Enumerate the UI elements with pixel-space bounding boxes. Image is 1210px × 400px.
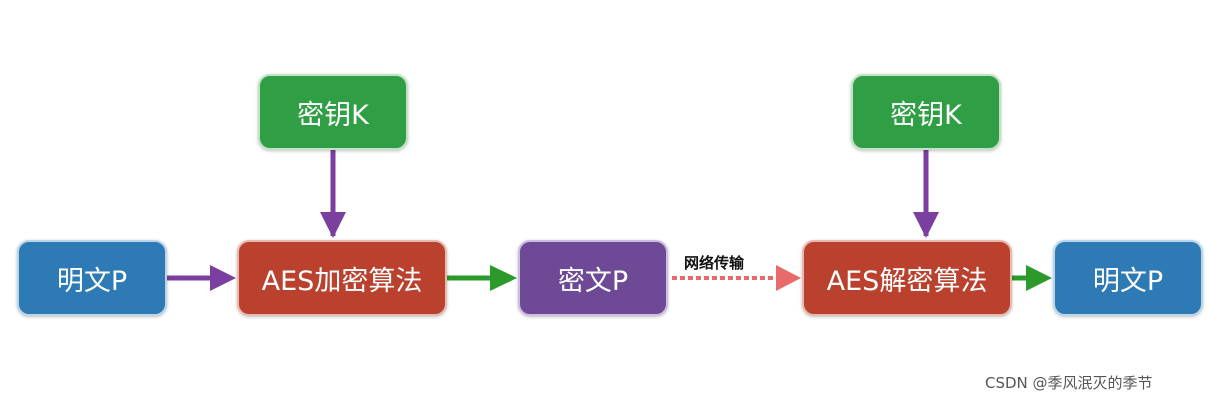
plaintext-node-right-label: 明文P [1092,265,1164,297]
arrowhead-network-transfer [776,265,801,291]
arrowhead-key-to-decrypt [913,212,939,238]
encrypt-node-label: AES加密算法 [261,265,423,297]
key-node-left-label: 密钥K [297,99,369,131]
arrowhead-decrypt-to-plaintext [1026,265,1052,291]
arrowhead-plaintext-to-encrypt [210,265,236,291]
plaintext-node-right: 明文P [1053,240,1203,316]
encrypt-node: AES加密算法 [237,240,447,316]
plaintext-node-left: 明文P [17,240,167,316]
network-transfer-label: 网络传输 [684,254,745,272]
key-node-left: 密钥K [258,74,408,150]
key-node-right-label: 密钥K [890,99,962,131]
ciphertext-node: 密文P [518,240,668,316]
key-node-right: 密钥K [851,74,1001,150]
decrypt-node: AES解密算法 [802,240,1012,316]
arrowhead-encrypt-to-ciphertext [490,265,517,291]
plaintext-node-left-label: 明文P [56,265,128,297]
arrowhead-key-to-encrypt [320,212,346,238]
ciphertext-node-label: 密文P [557,265,629,297]
watermark: CSDN @季风泯灭的季节 [985,374,1153,392]
decrypt-node-label: AES解密算法 [826,265,988,297]
